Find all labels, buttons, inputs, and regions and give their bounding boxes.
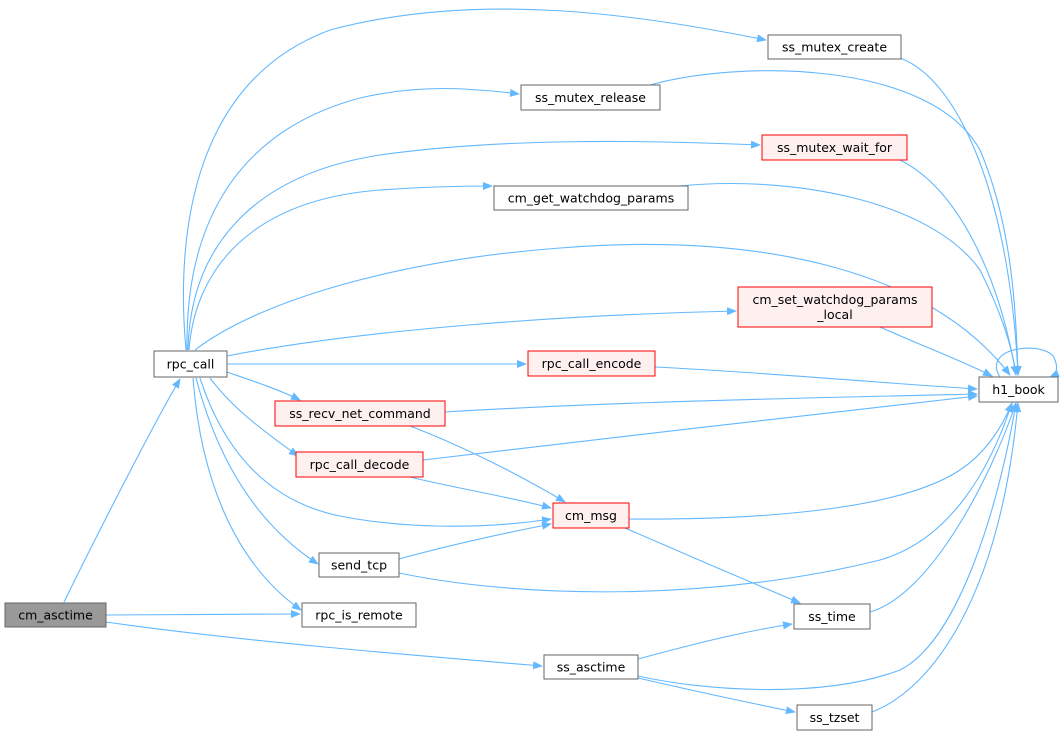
node-label: ss_mutex_wait_for xyxy=(777,140,893,155)
node-box xyxy=(761,134,908,161)
edge-ss_asctime-to-ss_tzset xyxy=(637,677,796,715)
edge-rpc_call-to-rpc_call_decode xyxy=(209,377,299,457)
node-label: cm_set_watchdog_params xyxy=(752,292,917,307)
node-cm_set_watchdog_params_local[interactable]: cm_set_watchdog_params_local xyxy=(737,286,933,328)
node-cm_msg[interactable]: cm_msg xyxy=(552,502,630,529)
edge-cm_asctime-to-rpc_is_remote xyxy=(105,610,301,619)
edge-ss_tzset-to-h1_book xyxy=(871,402,1022,713)
edge-rpc_call_decode-to-h1_book xyxy=(422,392,978,461)
node-label: ss_time xyxy=(808,609,856,624)
edge-rpc_call-to-cm_get_watchdog_params xyxy=(188,182,493,351)
edge-rpc_call-to-cm_msg xyxy=(199,377,552,527)
edge-ss_recv_net_command-to-cm_msg xyxy=(409,425,566,503)
edge-rpc_call-to-send_tcp xyxy=(195,377,319,565)
node-box xyxy=(737,286,933,328)
edge-rpc_call-to-ss_recv_net_command xyxy=(226,371,301,401)
edge-rpc_call-to-ss_mutex_wait_for xyxy=(187,140,761,351)
node-label: cm_get_watchdog_params xyxy=(508,191,675,206)
node-label: ss_recv_net_command xyxy=(289,406,431,421)
node-rpc_call[interactable]: rpc_call xyxy=(153,350,228,378)
edge-ss_mutex_wait_for-to-h1_book xyxy=(899,159,1019,376)
edge-h1_book-to-h1_book xyxy=(996,347,1060,378)
node-label: ss_mutex_create xyxy=(782,40,887,55)
edge-rpc_call-to-ss_mutex_release xyxy=(186,87,520,351)
edge-cm_set_watchdog_params_local-to-h1_book xyxy=(879,326,993,377)
node-ss_mutex_create[interactable]: ss_mutex_create xyxy=(767,34,902,60)
node-ss_mutex_release[interactable]: ss_mutex_release xyxy=(520,84,661,111)
node-label: ss_asctime xyxy=(557,660,626,675)
edge-ss_asctime-to-h1_book xyxy=(637,402,1019,691)
edge-cm_msg-to-h1_book xyxy=(628,402,1013,520)
edge-rpc_call-to-rpc_is_remote xyxy=(192,377,302,611)
edge-ss_recv_net_command-to-h1_book xyxy=(444,390,978,413)
edge-ss_mutex_create-to-h1_book xyxy=(899,57,1022,376)
node-label: rpc_is_remote xyxy=(315,608,403,623)
node-box xyxy=(767,34,902,60)
node-box xyxy=(527,350,656,377)
node-box xyxy=(543,654,639,680)
node-ss_mutex_wait_for[interactable]: ss_mutex_wait_for xyxy=(761,134,908,161)
edge-rpc_call-to-cm_set_watchdog_params_local xyxy=(226,307,737,357)
node-box xyxy=(493,185,689,211)
edge-cm_msg-to-ss_time xyxy=(624,527,801,604)
node-box xyxy=(153,350,228,378)
node-label: _local xyxy=(816,307,852,322)
edge-cm_asctime-to-ss_asctime xyxy=(105,621,543,670)
edge-cm_asctime-to-rpc_call xyxy=(63,378,181,603)
node-label: ss_tzset xyxy=(810,710,860,725)
node-box xyxy=(796,704,873,731)
node-label: h1_book xyxy=(992,382,1045,397)
node-label: cm_asctime xyxy=(18,608,93,623)
node-box xyxy=(274,400,446,427)
node-box xyxy=(301,602,417,628)
node-label: rpc_call xyxy=(167,357,215,372)
node-box xyxy=(4,602,107,628)
node-box xyxy=(978,376,1059,403)
node-rpc_call_encode[interactable]: rpc_call_encode xyxy=(527,350,656,377)
edge-ss_mutex_release-to-h1_book xyxy=(649,70,1022,376)
edge-rpc_call_encode-to-h1_book xyxy=(654,366,978,393)
edge-rpc_call_decode-to-cm_msg xyxy=(409,476,552,510)
node-ss_tzset[interactable]: ss_tzset xyxy=(796,704,873,731)
edges-layer xyxy=(63,8,1060,715)
node-label: send_tcp xyxy=(331,558,387,573)
node-box xyxy=(552,502,630,529)
node-ss_asctime[interactable]: ss_asctime xyxy=(543,654,639,680)
node-box xyxy=(295,451,424,478)
edge-ss_asctime-to-ss_time xyxy=(637,621,793,660)
node-box xyxy=(318,552,400,578)
node-rpc_call_decode[interactable]: rpc_call_decode xyxy=(295,451,424,478)
node-label: cm_msg xyxy=(565,508,617,523)
edge-rpc_call-to-ss_mutex_create xyxy=(182,8,767,351)
node-ss_time[interactable]: ss_time xyxy=(793,603,871,630)
node-box xyxy=(520,84,661,111)
edge-ss_time-to-h1_book xyxy=(869,402,1017,613)
node-ss_recv_net_command[interactable]: ss_recv_net_command xyxy=(274,400,446,427)
edge-send_tcp-to-cm_msg xyxy=(398,521,552,560)
node-box xyxy=(793,603,871,630)
node-send_tcp[interactable]: send_tcp xyxy=(318,552,400,578)
node-cm_get_watchdog_params[interactable]: cm_get_watchdog_params xyxy=(493,185,689,211)
node-label: ss_mutex_release xyxy=(535,90,646,105)
node-rpc_is_remote[interactable]: rpc_is_remote xyxy=(301,602,417,628)
node-label: rpc_call_encode xyxy=(542,356,642,371)
node-h1_book[interactable]: h1_book xyxy=(978,376,1059,403)
node-cm_asctime[interactable]: cm_asctime xyxy=(4,602,107,628)
node-label: rpc_call_decode xyxy=(310,457,410,472)
edge-send_tcp-to-h1_book xyxy=(398,402,1013,593)
nodes-layer: cm_asctime rpc_call ss_mutex_create ss_mute… xyxy=(4,34,1059,731)
edge-cm_get_watchdog_params-to-h1_book xyxy=(679,182,1019,376)
